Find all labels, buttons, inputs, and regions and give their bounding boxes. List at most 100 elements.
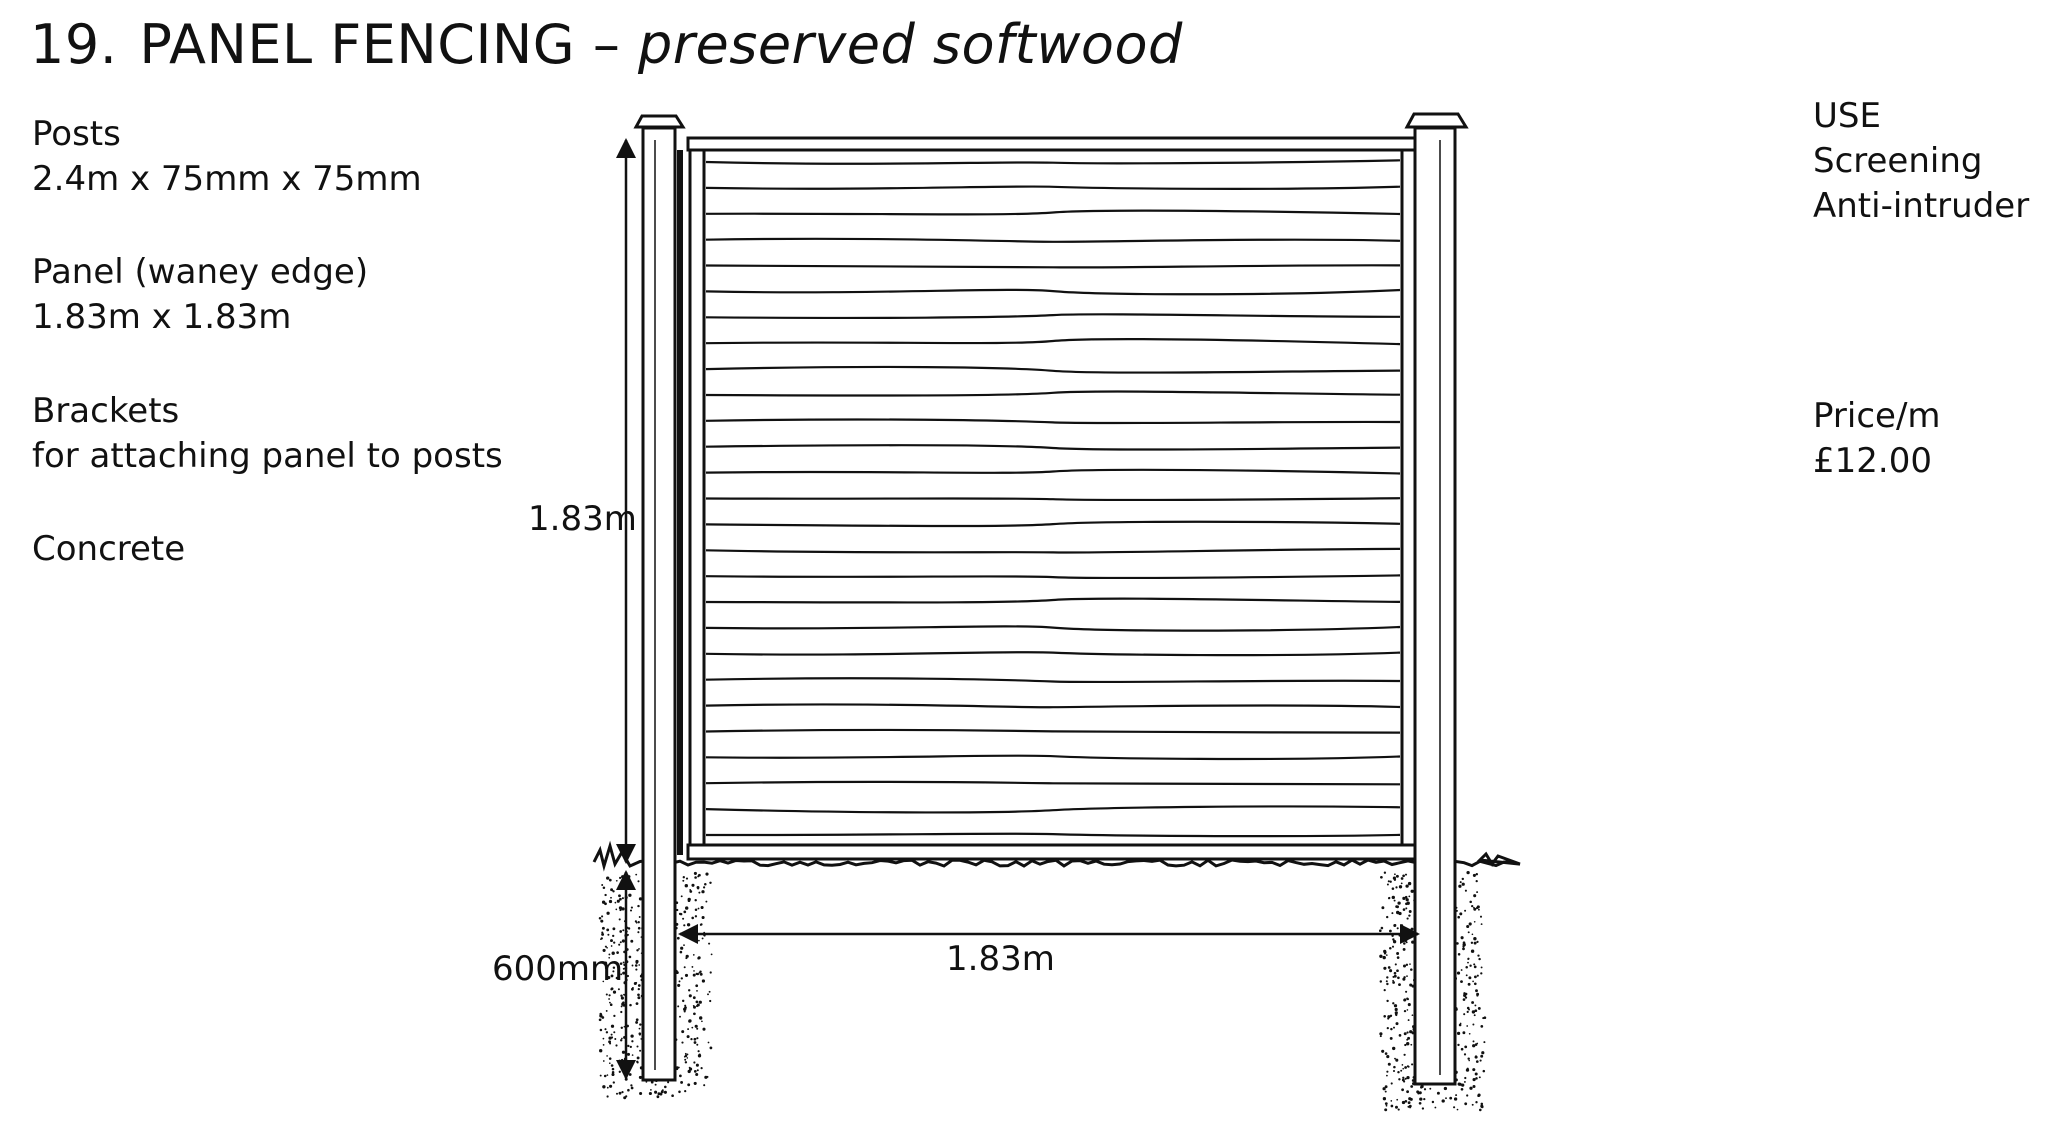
post-right [1404,112,1469,1086]
concrete-dot [1402,977,1406,981]
concrete-dot [1389,969,1393,973]
concrete-dot [1472,1078,1476,1082]
concrete-dot [1387,1062,1391,1066]
concrete-dot [621,1058,624,1062]
concrete-dot [692,1004,695,1007]
concrete-dot [685,877,689,880]
concrete-dot [684,973,689,977]
concrete-dot [608,1062,611,1065]
concrete-dot [696,1043,699,1046]
concrete-dot [1403,998,1407,1002]
concrete-dot [1410,889,1414,893]
brackets-note: for attaching panel to posts [32,436,503,476]
concrete-dot [664,1085,667,1089]
concrete-dot [683,944,685,946]
concrete-dot [639,1023,642,1026]
concrete-dot [1479,1108,1482,1112]
concrete-dot [618,1091,622,1095]
concrete-dot [639,1049,642,1052]
concrete-dot [1469,900,1472,904]
concrete-dot [684,1061,688,1064]
concrete-dot [695,1004,699,1008]
concrete-dot [1387,1017,1390,1020]
concrete-dot [693,1061,696,1064]
concrete-dot [1386,1074,1388,1077]
concrete-dot [614,901,617,904]
concrete-dot [679,950,683,954]
concrete-dot [1473,965,1477,969]
concrete-dot [1456,1108,1459,1111]
concrete-dot [1405,963,1409,966]
concrete-dot [613,1014,616,1018]
concrete-dot [638,948,640,950]
concrete-dot [635,968,638,971]
concrete-dot [701,890,705,894]
concrete-dot [1409,1106,1412,1109]
concrete-dot [710,953,713,956]
footing-depth-label: 600mm [492,949,624,989]
concrete-dot [692,996,696,1000]
concrete-dot [680,1080,684,1084]
concrete-dot [687,1083,691,1087]
concrete-dot [620,994,623,997]
concrete-dot [701,937,704,940]
concrete-dot [1384,1085,1388,1089]
concrete-dot [1404,873,1408,876]
slat-line [705,805,1401,814]
concrete-dot [698,891,701,894]
concrete-dot [1460,969,1463,971]
concrete-dot [606,928,610,932]
panel-left-batten [688,148,706,847]
concrete-dot [682,917,685,920]
slat-line [705,597,1401,604]
concrete-dot [1456,942,1459,945]
concrete-dot [1472,873,1476,877]
concrete-dot [1475,989,1478,993]
concrete-dot [1386,999,1389,1003]
concrete-dot [691,1026,694,1029]
concrete-dot [628,955,632,959]
concrete-dot [1477,1093,1481,1097]
concrete-dot [1386,1055,1390,1059]
concrete-dot [606,876,610,880]
concrete-dot [620,1039,623,1042]
concrete-dot [695,1072,699,1077]
concrete-dot [1420,1084,1424,1089]
concrete-dot [698,1000,702,1004]
concrete-dot [621,1091,624,1094]
concrete-dot [1480,972,1483,975]
concrete-dot [1405,884,1409,888]
concrete-dot [1477,1006,1481,1010]
concrete-dot [599,1049,603,1053]
concrete-dot [1401,1064,1404,1066]
concrete-dot [683,1010,686,1013]
concrete-dot [600,919,604,923]
concrete-dot [604,1028,607,1031]
concrete-dot [1462,998,1466,1001]
concrete-dot [610,1033,613,1036]
concrete-dot [699,1016,703,1020]
concrete-dot [1379,980,1383,983]
concrete-dot [1472,980,1474,983]
concrete-dot [637,931,640,934]
concrete-dot [609,1084,613,1088]
slat-line [705,209,1401,216]
concrete-dot [602,1085,606,1089]
concrete-dot [1457,953,1461,956]
title-main: PANEL FENCING – [139,13,621,76]
concrete-dot [1408,895,1411,898]
concrete-dot [620,1010,623,1014]
slat-line [705,288,1401,296]
concrete-dot [695,1063,699,1067]
concrete-dot [601,900,606,904]
concrete-dot [638,916,641,918]
concrete-dot [681,999,685,1003]
concrete-dot [1403,1053,1406,1056]
concrete-dot [621,939,625,943]
concrete-dot [1410,1043,1413,1046]
concrete-dot [1408,910,1412,913]
title-subtitle: preserved softwood [638,13,1183,76]
concrete-dot [709,971,712,974]
concrete-dot [707,1041,710,1044]
concrete-dot [676,936,680,940]
